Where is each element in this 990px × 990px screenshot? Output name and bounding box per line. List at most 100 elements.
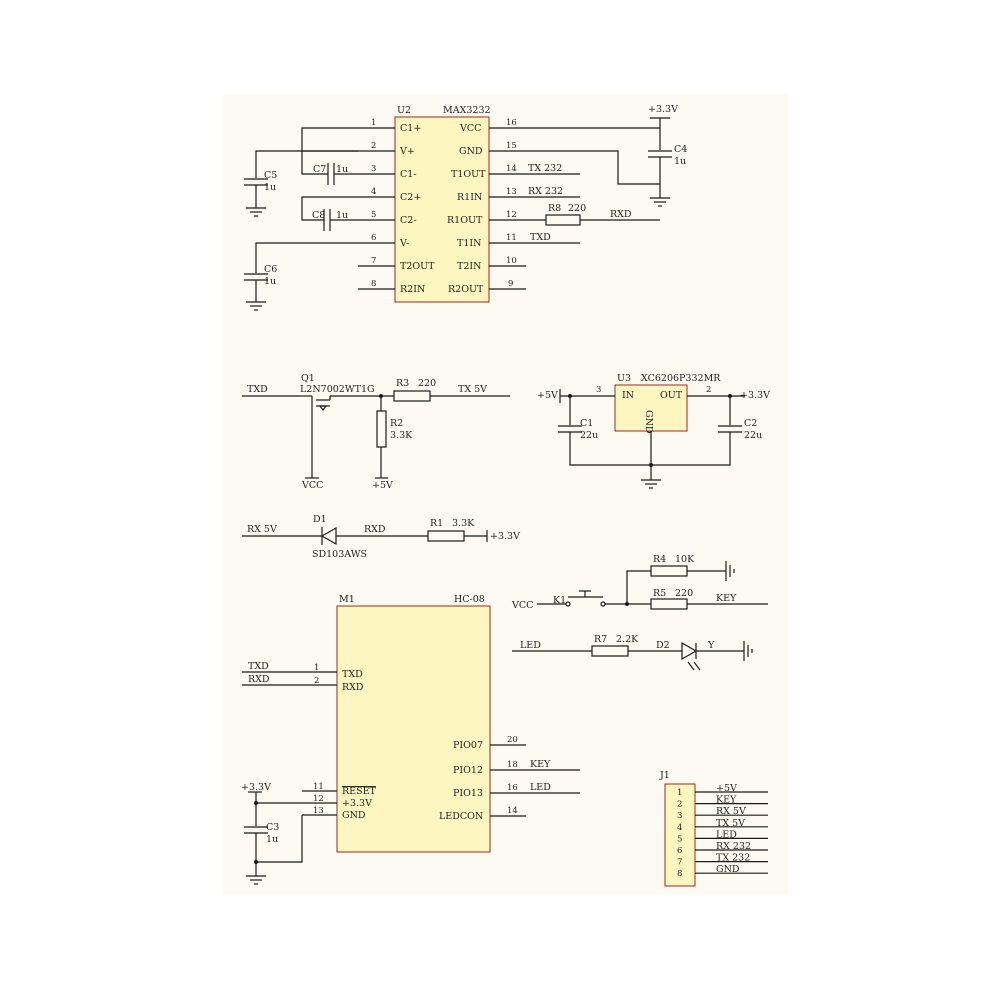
u3-net-5v: +5V (537, 390, 558, 401)
led-d2-color: Y (707, 640, 715, 651)
u2-r8-val: 220 (568, 203, 586, 214)
u2-pin-1-name: C1+ (400, 123, 421, 134)
m1-pin13-num: 13 (313, 806, 324, 816)
u2-net-rx232: RX 232 (528, 186, 563, 197)
u3-section: U3 XC6206P332MR IN OUT GND 3 2 +5V +3.3V… (537, 373, 770, 480)
u3-pin-out: OUT (660, 390, 683, 401)
q1-section: TXD Q1 L2N7002WT1G VCC R3 220 TX 5V R2 3 (242, 373, 510, 491)
led-net-led: LED (520, 640, 541, 651)
u2-net-txd: TXD (530, 232, 551, 243)
m1-c3-ref: C3 (266, 822, 279, 833)
u2-pin-12-num: 12 (506, 210, 517, 220)
j1-pin-num: 6 (677, 846, 682, 856)
j1-pin-net: TX 5V (716, 818, 745, 829)
key-r5-ref: R5 (653, 588, 666, 599)
q1-net-5v: +5V (372, 480, 393, 491)
u3-pin-gnd: GND (643, 410, 654, 434)
m1-net-txd: TXD (248, 661, 269, 672)
mosfet-symbol (300, 395, 394, 478)
ground-symbol (641, 479, 661, 489)
u2-pin-3-name: C1- (400, 169, 417, 180)
j1-pin-net: RX 5V (716, 806, 746, 817)
m1-pin12-name: +3.3V (342, 798, 372, 809)
j1-pin-num: 4 (677, 823, 682, 833)
u2-pin-3-num: 3 (371, 164, 376, 174)
m1-pin1-name: TXD (342, 669, 363, 680)
q1-r3-ref: R3 (396, 378, 409, 389)
u2-pin-8-name: R2IN (400, 284, 425, 295)
ground-symbol (246, 875, 266, 885)
u2-pin-9-name: R2OUT (448, 284, 484, 295)
u3-c2-val: 22u (744, 430, 762, 441)
u3-pin-in: IN (622, 390, 634, 401)
u2-pin-14-name: T1OUT (451, 169, 486, 180)
u2-net-3v3: +3.3V (648, 104, 678, 115)
q1-net-txd: TXD (247, 384, 268, 395)
u2-c4-val: 1u (674, 156, 686, 167)
u2-right-pins: 16 15 14 13 12 11 10 9 VCC GND T1OUT R1I… (447, 118, 526, 295)
q1-net-vcc: VCC (301, 480, 323, 491)
u2-part: MAX3232 (443, 105, 491, 116)
j1-pin-net: +5V (716, 783, 737, 794)
u2-pin-6-name: V- (399, 238, 409, 249)
u3-c1-ref: C1 (580, 418, 593, 429)
j1-pin-net: RX 232 (716, 841, 751, 852)
u2-r8: R8 220 RXD (526, 203, 660, 226)
d1-net-rx5v: RX 5V (247, 524, 277, 535)
m1-pin20-num: 20 (507, 735, 518, 745)
u2-pin-16-name: VCC (459, 123, 481, 134)
u2-pin-7-num: 7 (371, 256, 376, 266)
m1-pin18-num: 18 (507, 760, 518, 770)
m1-pin12-num: 12 (313, 794, 324, 804)
led-r7-val: 2.2K (616, 634, 639, 645)
key-net-key: KEY (716, 593, 737, 604)
key-net-vcc: VCC (511, 600, 533, 611)
u2-pin-2-num: 2 (371, 141, 376, 151)
u2-pin-2-name: V+ (399, 146, 415, 157)
u2-pin-10-name: T2IN (457, 261, 481, 272)
u2-pin-10-num: 10 (506, 256, 517, 266)
u2-c5-ref: C5 (264, 170, 277, 181)
u2-pin-13-name: R1IN (457, 192, 482, 203)
u3-pin-out-num: 2 (706, 385, 711, 395)
q1-r2-ref: R2 (390, 418, 403, 429)
u3-body (614, 384, 688, 432)
u2-c8-network: C8 1u (301, 196, 358, 231)
ground-symbol (725, 561, 735, 581)
m1-c3-val: 1u (266, 834, 278, 845)
u2-pin-8-num: 8 (371, 279, 376, 289)
j1-pin-net: KEY (716, 795, 737, 806)
u2-pin-11-name: T1IN (457, 238, 481, 249)
m1-pin18-name: PIO12 (453, 765, 483, 776)
u2-c8-ref: C8 (312, 210, 325, 221)
q1-part: L2N7002WT1G (300, 384, 375, 395)
m1-net-led: LED (530, 782, 551, 793)
j1-pin-net: TX 232 (716, 853, 750, 864)
u2-pin-15-name: GND (459, 146, 483, 157)
m1-ref: M1 (339, 594, 355, 605)
m1-body (336, 605, 491, 853)
u2-ref: U2 (397, 105, 411, 116)
u2-net-tx232: TX 232 (528, 163, 562, 174)
m1-pin20-name: PIO07 (453, 740, 483, 751)
d1-ref: D1 (313, 514, 327, 525)
u2-c7-val: 1u (336, 164, 348, 175)
u2-left-pins: 1 2 3 4 5 6 7 8 C1+ V+ C1- C2+ C2- V- T2… (358, 118, 435, 295)
d1-section: RX 5V D1 SD103AWS RXD R1 3.3K +3.3V (242, 514, 520, 560)
u2-c8-val: 1u (336, 210, 348, 221)
j1-ref: J1 (659, 770, 670, 781)
u2-pin-12-name: R1OUT (447, 215, 483, 226)
u2-body (394, 116, 490, 303)
u2-pin-7-name: T2OUT (400, 261, 435, 272)
paper-background (222, 95, 788, 895)
m1-part: HC-08 (454, 594, 485, 605)
q1-r2-val: 3.3K (390, 430, 413, 441)
j1-pin-num: 7 (677, 858, 682, 868)
d1-net-rxd: RXD (364, 524, 386, 535)
m1-net-key: KEY (530, 759, 551, 770)
m1-section: M1 HC-08 TXD RXD 1 2 TXD RXD 20 18 16 14… (241, 594, 580, 876)
u2-pin-9-num: 9 (508, 279, 513, 289)
m1-pin2-num: 2 (314, 676, 319, 686)
